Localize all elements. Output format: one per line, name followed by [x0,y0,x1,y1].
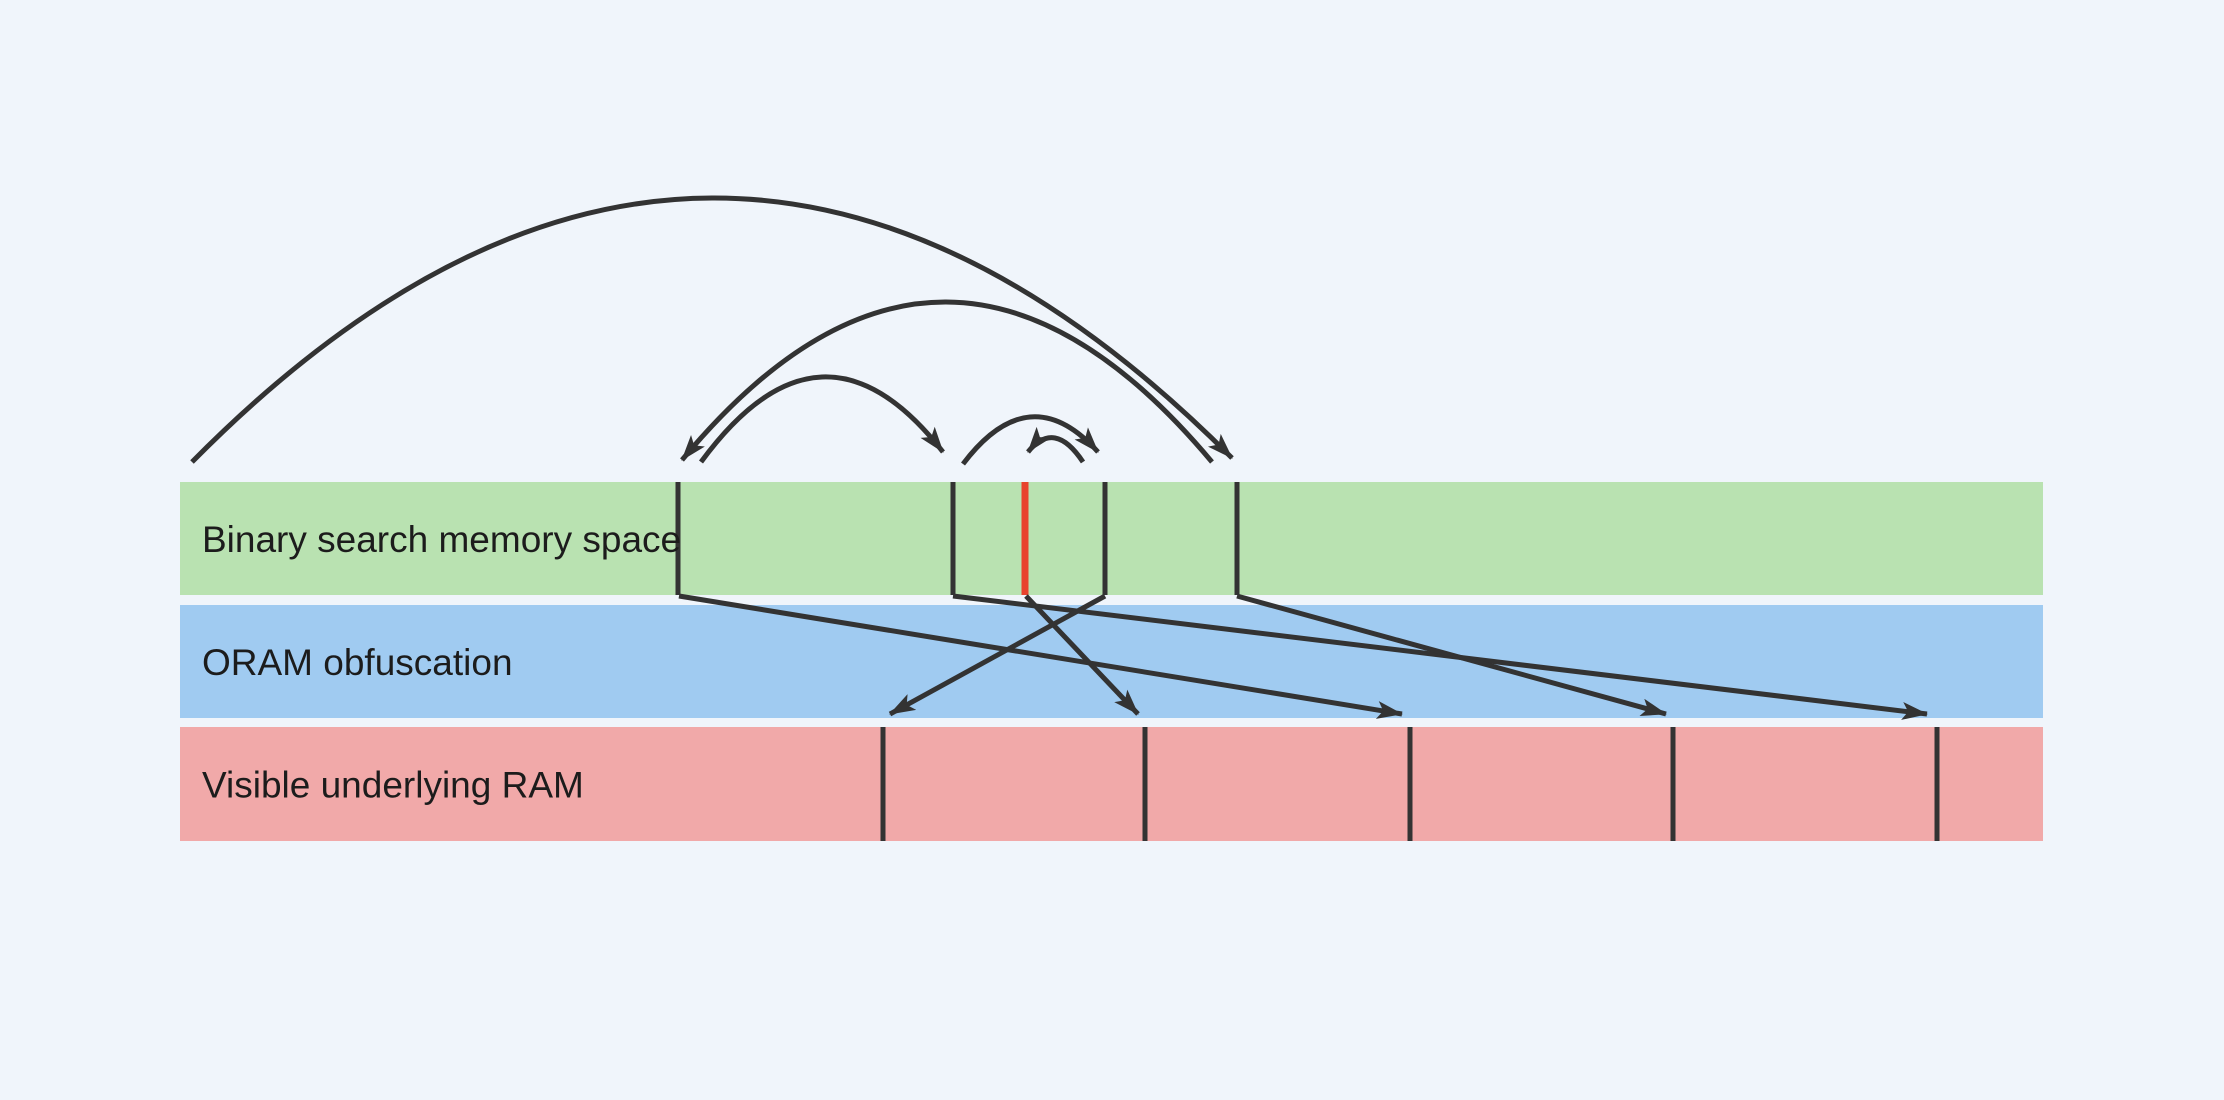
binary-search-jump-arcs [190,195,1234,466]
memory-bar [180,727,2043,841]
oram-mapping-arrow [678,593,1403,719]
ram-dividers [880,727,1940,841]
oram-mapping-arrows [678,593,1928,720]
bar-label: Visible underlying RAM [202,765,584,806]
oram-mapping-arrow [1236,593,1667,717]
binary-search-jump-arc [1026,426,1086,464]
oram-mapping-arrow [888,593,1107,717]
binary-search-jump-arc [680,299,1214,464]
binary-search-jump-arc [961,414,1100,466]
memory-bar [180,605,2043,718]
oram-mapping-arrow [952,593,1928,720]
memory-bars [180,482,2043,841]
binary-search-dividers [675,482,1240,595]
bar-label: Binary search memory space [202,519,681,560]
binary-search-jump-arc [698,374,945,464]
memory-bar [180,482,2043,595]
oram-mapping-arrow [1024,594,1140,716]
bar-label: ORAM obfuscation [202,642,513,683]
binary-search-jump-arc [190,195,1234,464]
